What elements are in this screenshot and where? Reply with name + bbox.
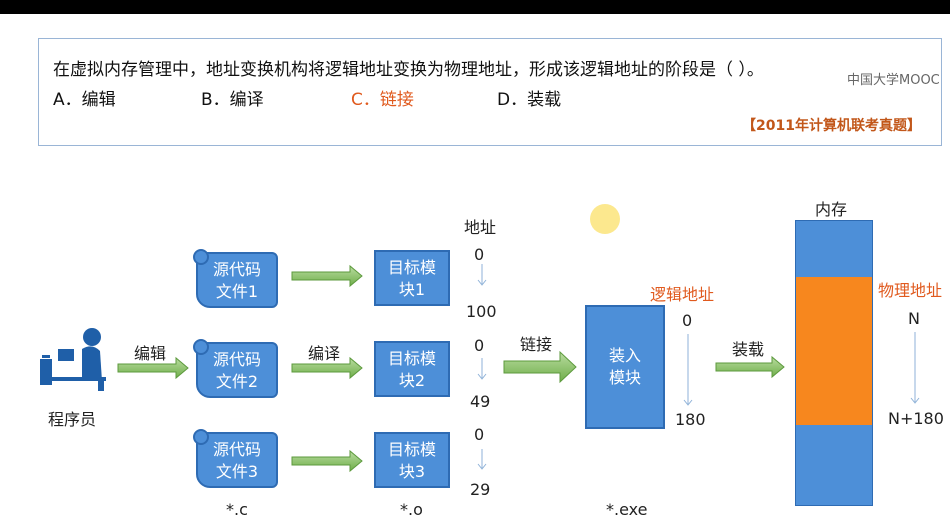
memory-label: 内存 (815, 200, 848, 219)
module3-end: 29 (470, 480, 491, 499)
cursor-highlight (590, 204, 620, 234)
source-file-2: 源代码 文件2 (193, 339, 278, 398)
question-box: 在虚拟内存管理中，地址变换机构将逻辑地址变换为物理地址，形成该逻辑地址的阶段是（… (38, 38, 942, 146)
object-module-1: 目标模 块1 (374, 250, 450, 306)
compile-label: 编译 (308, 344, 341, 363)
programmer-label: 程序员 (48, 410, 97, 429)
module1-end: 100 (466, 302, 497, 321)
memory-block (795, 220, 873, 506)
ext-c-label: *.c (226, 500, 248, 519)
module1-start: 0 (474, 245, 485, 264)
programmer-icon (40, 328, 106, 391)
logical-end: 180 (675, 410, 706, 429)
module2-end: 49 (470, 392, 491, 411)
mooc-watermark: 中国大学MOOC (847, 73, 940, 88)
module3-start: 0 (474, 425, 485, 444)
source-file-1: 源代码 文件1 (193, 249, 278, 308)
exam-source: 【2011年计算机联考真题】 (742, 118, 921, 134)
option-b[interactable]: B．编译 (201, 90, 264, 110)
option-d[interactable]: D．装载 (497, 90, 562, 110)
physical-end: N+180 (888, 409, 944, 428)
edit-label: 编辑 (134, 344, 167, 363)
load-module: 装入 模块 (585, 305, 665, 429)
load-label: 装载 (732, 340, 765, 359)
allocated-region (796, 277, 872, 425)
object-module-3: 目标模 块3 (374, 432, 450, 488)
slide: 在虚拟内存管理中，地址变换机构将逻辑地址变换为物理地址，形成该逻辑地址的阶段是（… (0, 14, 950, 523)
logical-address-label: 逻辑地址 (650, 285, 715, 304)
option-c[interactable]: C．链接 (351, 90, 414, 110)
link-label: 链接 (520, 335, 553, 354)
object-module-2: 目标模 块2 (374, 341, 450, 397)
flow-arrows (117, 264, 920, 473)
question-text: 在虚拟内存管理中，地址变换机构将逻辑地址变换为物理地址，形成该逻辑地址的阶段是（… (53, 60, 764, 80)
source-file-3: 源代码 文件3 (193, 429, 278, 488)
physical-address-label: 物理地址 (878, 281, 943, 300)
module2-start: 0 (474, 336, 485, 355)
option-a[interactable]: A．编辑 (53, 90, 116, 110)
address-header: 地址 (464, 218, 497, 237)
physical-start: N (908, 309, 920, 328)
logical-start: 0 (682, 311, 693, 330)
ext-o-label: *.o (400, 500, 423, 519)
ext-exe-label: *.exe (606, 500, 648, 519)
